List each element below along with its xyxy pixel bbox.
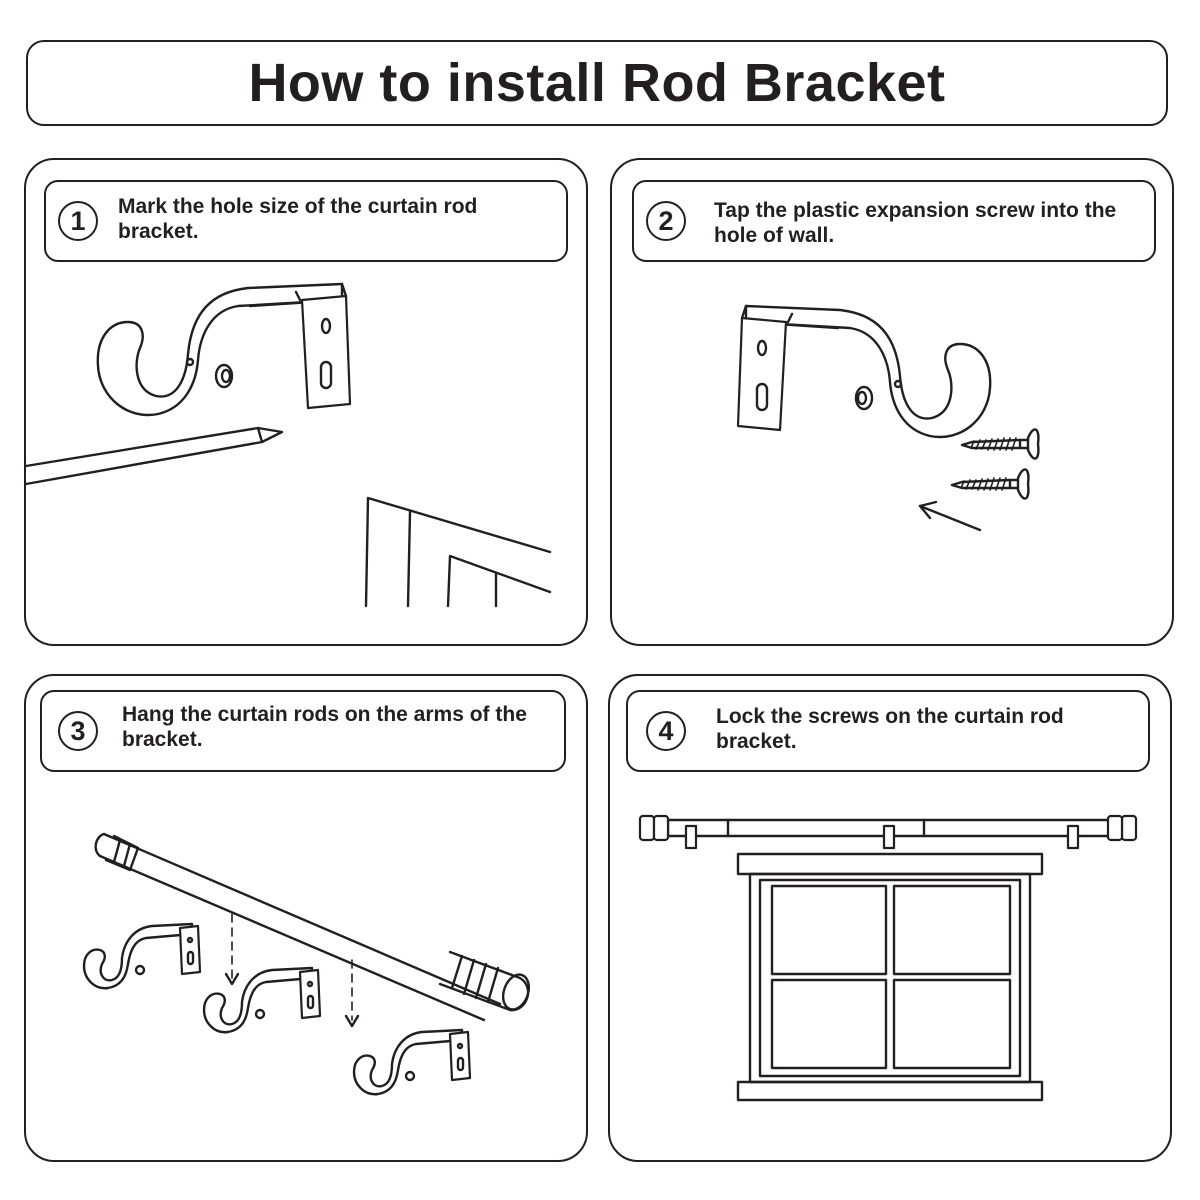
step-2-panel xyxy=(610,158,1174,646)
step-1-label: 1 Mark the hole size of the curtain rod … xyxy=(44,180,568,262)
step-4-number-badge: 4 xyxy=(646,711,686,751)
bracket-mirrored-illustration xyxy=(736,304,992,439)
expansion-screw-icon xyxy=(960,428,1040,460)
window-corner-illustration xyxy=(364,496,552,608)
step-2-text: Tap the plastic expansion screw into the… xyxy=(714,199,1117,247)
bracket-illustration xyxy=(96,282,352,417)
page-title: How to install Rod Bracket xyxy=(248,53,946,113)
arrow-icon xyxy=(918,500,982,532)
window-illustration xyxy=(736,852,1044,1102)
step-4-text: Lock the screws on the curtain rod brack… xyxy=(716,705,1064,753)
bracket-small-icon xyxy=(352,1028,472,1096)
drop-arrow-icon xyxy=(224,913,360,1028)
step-3-panel xyxy=(24,674,588,1162)
step-1-panel xyxy=(24,158,588,646)
step-3-label: 3 Hang the curtain rods on the arms of t… xyxy=(40,690,566,772)
bracket-small-icon xyxy=(82,922,202,990)
step-2-number-badge: 2 xyxy=(646,201,686,241)
curtain-rod-illustration xyxy=(94,832,531,1022)
step-1-text: Mark the hole size of the curtain rod br… xyxy=(118,195,478,243)
mounted-rod-illustration xyxy=(638,814,1138,850)
expansion-screw-icon xyxy=(950,468,1030,500)
step-3-number-badge: 3 xyxy=(58,711,98,751)
step-1-number-badge: 1 xyxy=(58,201,98,241)
step-4-panel xyxy=(608,674,1172,1162)
bracket-small-icon xyxy=(202,966,322,1034)
step-4-label: 4 Lock the screws on the curtain rod bra… xyxy=(626,690,1150,772)
step-2-label: 2 Tap the plastic expansion screw into t… xyxy=(632,180,1156,262)
step-3-text: Hang the curtain rods on the arms of the… xyxy=(122,703,527,751)
title-banner: How to install Rod Bracket xyxy=(26,40,1168,126)
pencil-illustration xyxy=(24,426,284,486)
